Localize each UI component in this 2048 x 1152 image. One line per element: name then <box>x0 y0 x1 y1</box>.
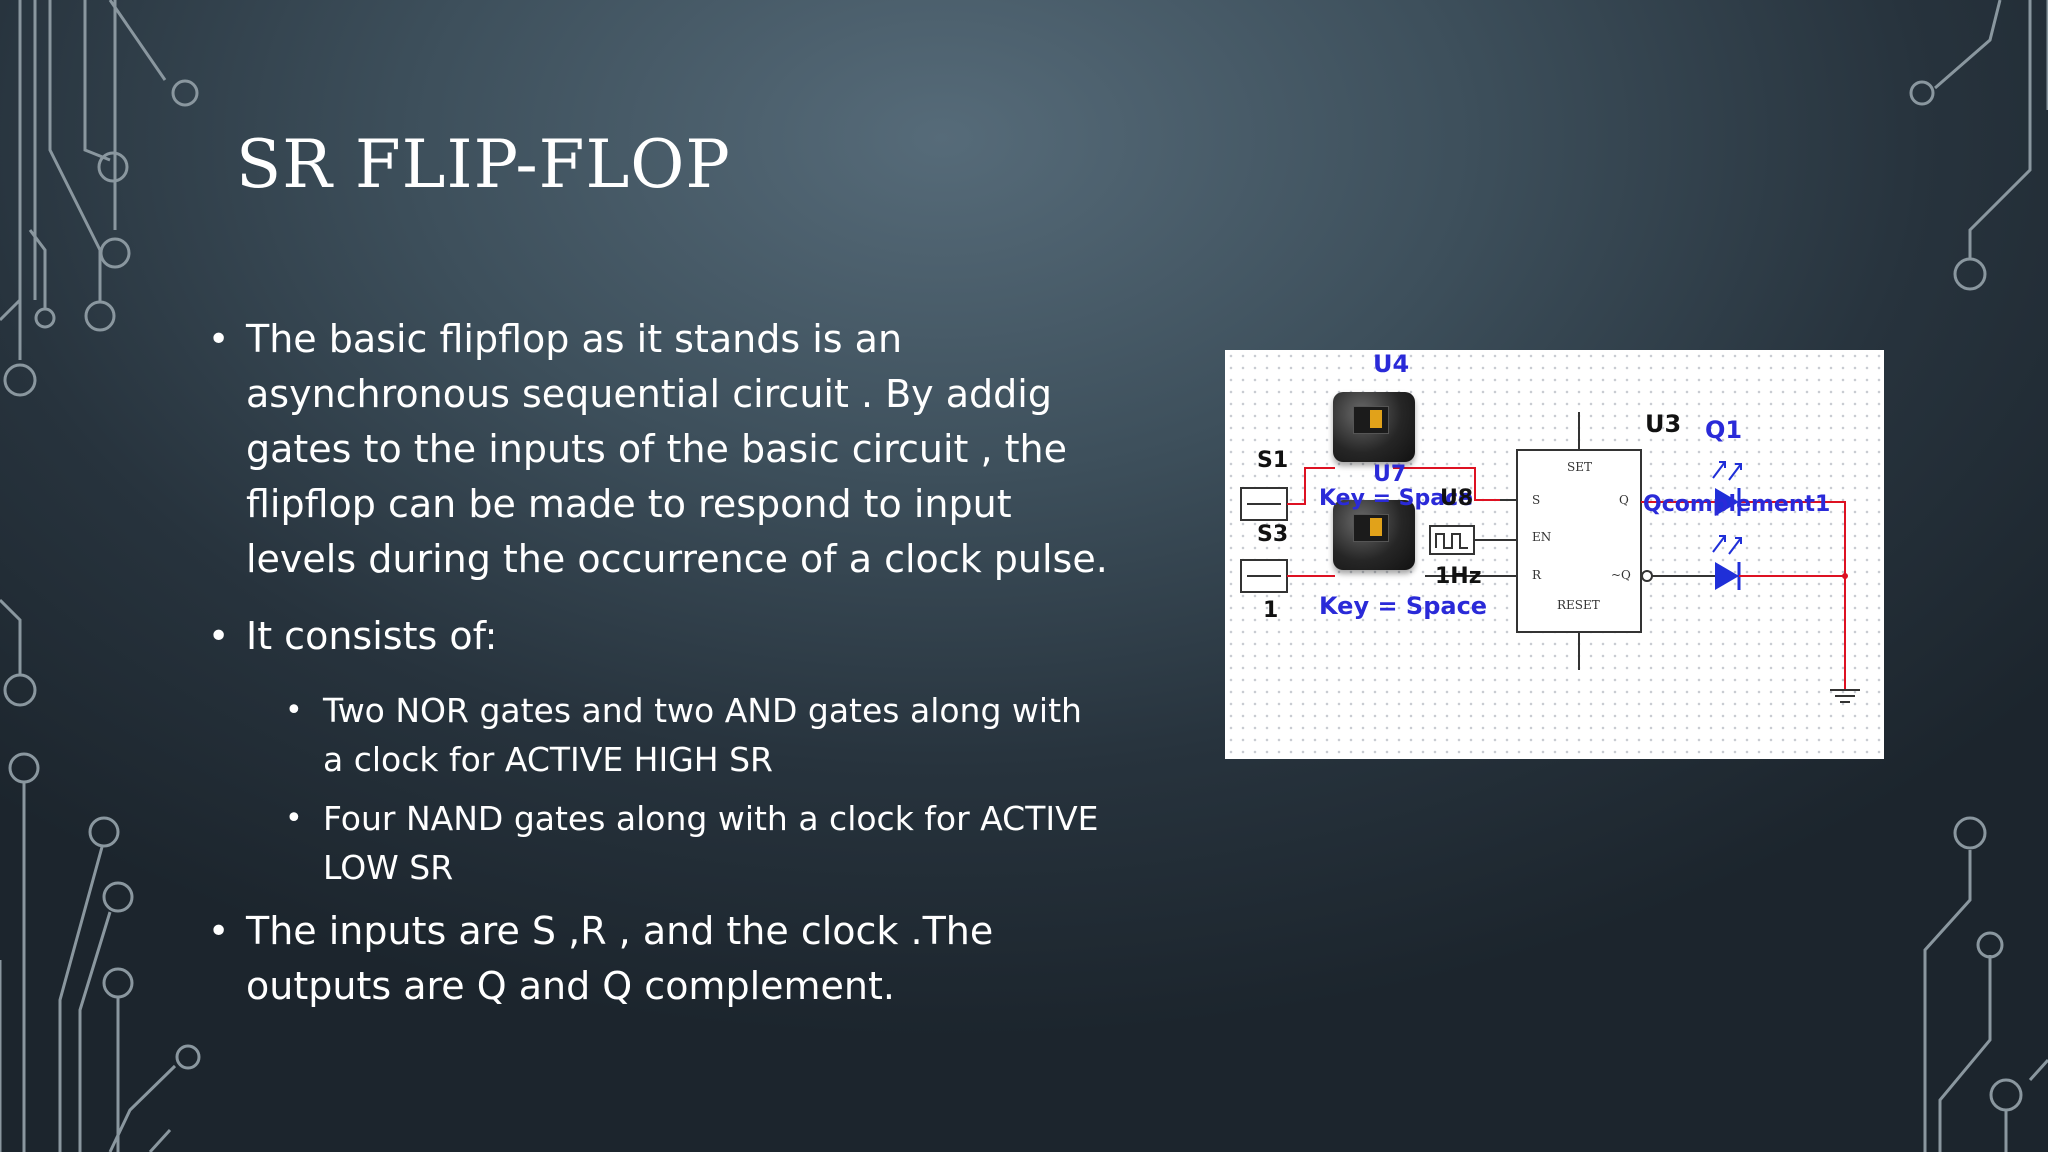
sub-bullet-item: Two NOR gates and two AND gates along wi… <box>285 686 1108 784</box>
u4-label: U4 <box>1373 350 1410 378</box>
u3-label: U3 <box>1645 410 1682 438</box>
q-pin-label: Q <box>1619 493 1629 507</box>
sub-bullet-list: Two NOR gates and two AND gates along wi… <box>208 686 1108 892</box>
set-pin-label: SET <box>1567 460 1592 474</box>
key-space-label: Key = Space <box>1319 592 1488 620</box>
bullet-item: The basic flipflop as it stands is an as… <box>208 312 1108 587</box>
s1-label: S1 <box>1257 448 1289 473</box>
qcomplement-label: Qcomplement1 <box>1643 492 1831 517</box>
r-pin-label: R <box>1532 568 1542 582</box>
en-pin-label: EN <box>1532 530 1552 544</box>
u7-label: U7 <box>1373 462 1407 487</box>
sub-bullet-item: Four NAND gates along with a clock for A… <box>285 794 1108 892</box>
switch-component <box>1333 392 1415 462</box>
q-complement-pin-label: ~Q <box>1611 568 1631 582</box>
circuit-diagram-image: U4 U3 Q1 S1 S3 U7 Key = Space U8 1Hz Key… <box>1225 350 1884 759</box>
bullet-item: It consists of: <box>208 609 1108 664</box>
key-space-label: Key = Space <box>1319 486 1474 511</box>
one-label: 1 <box>1263 598 1279 623</box>
bullet-list: The basic flipflop as it stands is an as… <box>208 312 1108 1036</box>
bullet-item: The inputs are S ,R , and the clock .The… <box>208 904 1108 1014</box>
u8-label: U8 <box>1440 486 1474 511</box>
slide-title: SR FLIP-FLOP <box>236 126 731 203</box>
s-pin-label: S <box>1532 493 1541 507</box>
switch-component <box>1333 500 1415 570</box>
reset-pin-label: RESET <box>1557 598 1600 612</box>
s3-label: S3 <box>1257 522 1289 547</box>
frequency-label: 1Hz <box>1435 564 1482 589</box>
circuit-wiring <box>1240 412 1860 703</box>
q1-label: Q1 <box>1705 416 1743 444</box>
